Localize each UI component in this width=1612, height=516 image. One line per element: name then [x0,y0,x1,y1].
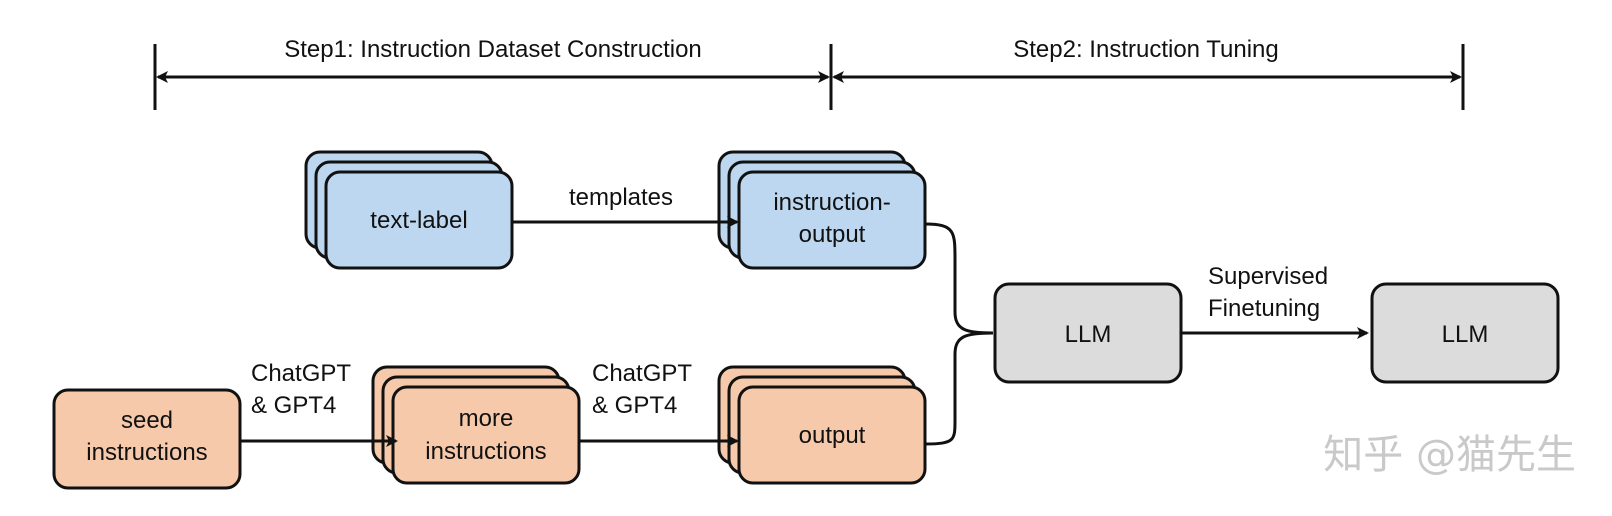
chatgpt-label-2-line2: & GPT4 [592,392,677,419]
instruction-output-line1: instruction- [773,189,890,216]
llm-tuned-node: LLM [1370,282,1560,384]
instruction-output-line2: output [799,221,866,248]
seed-instructions-box [52,388,242,490]
llm-base-node: LLM [993,282,1183,384]
more-instructions-stack: more instructions [371,365,581,485]
templates-label: templates [569,184,673,211]
seed-instructions-line2: instructions [86,439,207,466]
seed-instructions-line1: seed [121,407,173,434]
chatgpt-label-1-line2: & GPT4 [251,392,336,419]
step-indicator: Step1: Instruction Dataset Construction … [153,36,1465,110]
text-label-stack: text-label [304,150,514,270]
text-label-text: text-label [370,207,467,234]
step2-label: Step2: Instruction Tuning [1013,36,1279,63]
watermark: 知乎 @猫先生 [1323,432,1576,478]
llm-tuned-text: LLM [1442,321,1489,348]
chatgpt-label-2-line1: ChatGPT [592,360,692,387]
llm-tuned-box [1370,282,1560,384]
llm-base-text: LLM [1065,321,1112,348]
output-text: output [799,422,866,449]
more-instructions-line1: more [459,405,514,432]
instruction-output-stack: instruction- output [717,150,927,270]
chatgpt-label-1-line1: ChatGPT [251,360,351,387]
merge-brace [924,222,994,446]
text-label-box [324,170,514,270]
instruction-output-box [737,170,927,270]
output-box [737,385,927,485]
step1-label: Step1: Instruction Dataset Construction [284,36,702,63]
output-stack: output [717,365,927,485]
more-instructions-line2: instructions [425,438,546,465]
more-instructions-box [391,385,581,485]
finetune-label-line2: Finetuning [1208,295,1320,322]
seed-instructions-node: seed instructions [52,388,242,490]
finetune-label-line1: Supervised [1208,263,1328,290]
